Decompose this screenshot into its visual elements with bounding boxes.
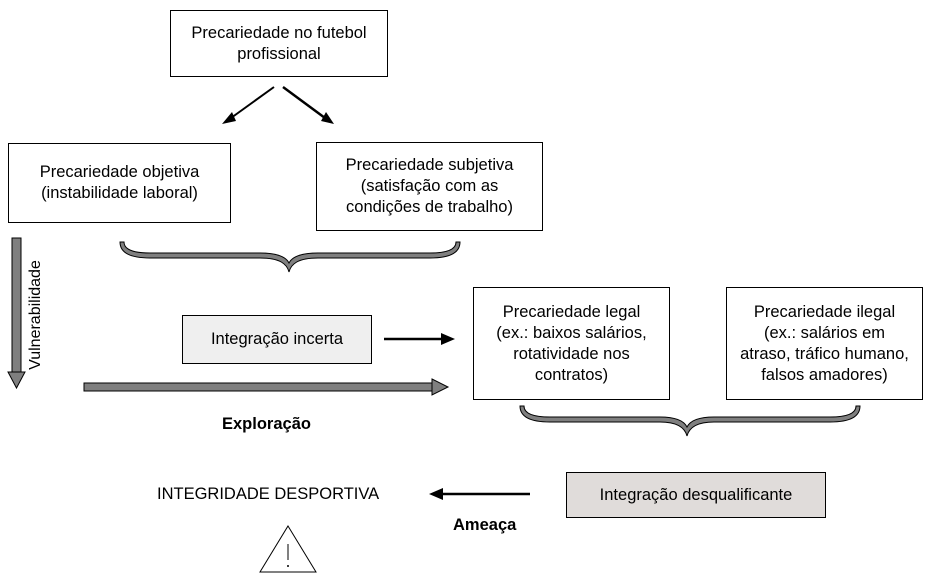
vulnerability-label: Vulnerabilidade: [27, 260, 44, 370]
lower-brace: [519, 405, 861, 437]
illegal-precariousness-label: Precariedade ilegal (ex.: salários em at…: [740, 302, 909, 384]
split-arrow-right: [282, 85, 334, 124]
split-arrow-left: [222, 86, 275, 124]
legal-precariousness-label: Precariedade legal (ex.: baixos salários…: [496, 302, 647, 384]
root-node: Precariedade no futebol profissional: [170, 10, 388, 77]
disqualifying-integration-node: Integração desqualificante: [566, 472, 826, 518]
vulnerability-arrow: [7, 237, 26, 390]
objective-precariousness-label: Precariedade objetiva (instabilidade lab…: [39, 163, 200, 202]
uncertain-to-legal-arrow: [384, 333, 455, 345]
illegal-precariousness-node: Precariedade ilegal (ex.: salários em at…: [726, 287, 923, 400]
warning-triangle-icon: [259, 525, 317, 573]
uncertain-integration-label: Integração incerta: [210, 330, 344, 348]
exploitation-label: Exploração: [222, 415, 311, 433]
legal-precariousness-node: Precariedade legal (ex.: baixos salários…: [473, 287, 670, 400]
root-node-label: Precariedade no futebol profissional: [191, 23, 367, 63]
disqualifying-integration-label: Integração desqualificante: [599, 485, 793, 504]
threat-label: Ameaça: [453, 516, 517, 534]
subjective-precariousness-node: Precariedade subjetiva (satisfação com a…: [316, 142, 543, 231]
uncertain-integration-node: Integração incerta: [182, 315, 372, 364]
threat-arrow: [429, 488, 530, 500]
sporting-integrity-label: INTEGRIDADE DESPORTIVA: [157, 485, 380, 503]
upper-brace: [119, 241, 461, 273]
subjective-precariousness-label: Precariedade subjetiva (satisfação com a…: [345, 156, 514, 216]
exploitation-arrow: [83, 378, 450, 396]
objective-precariousness-node: Precariedade objetiva (instabilidade lab…: [8, 143, 231, 223]
